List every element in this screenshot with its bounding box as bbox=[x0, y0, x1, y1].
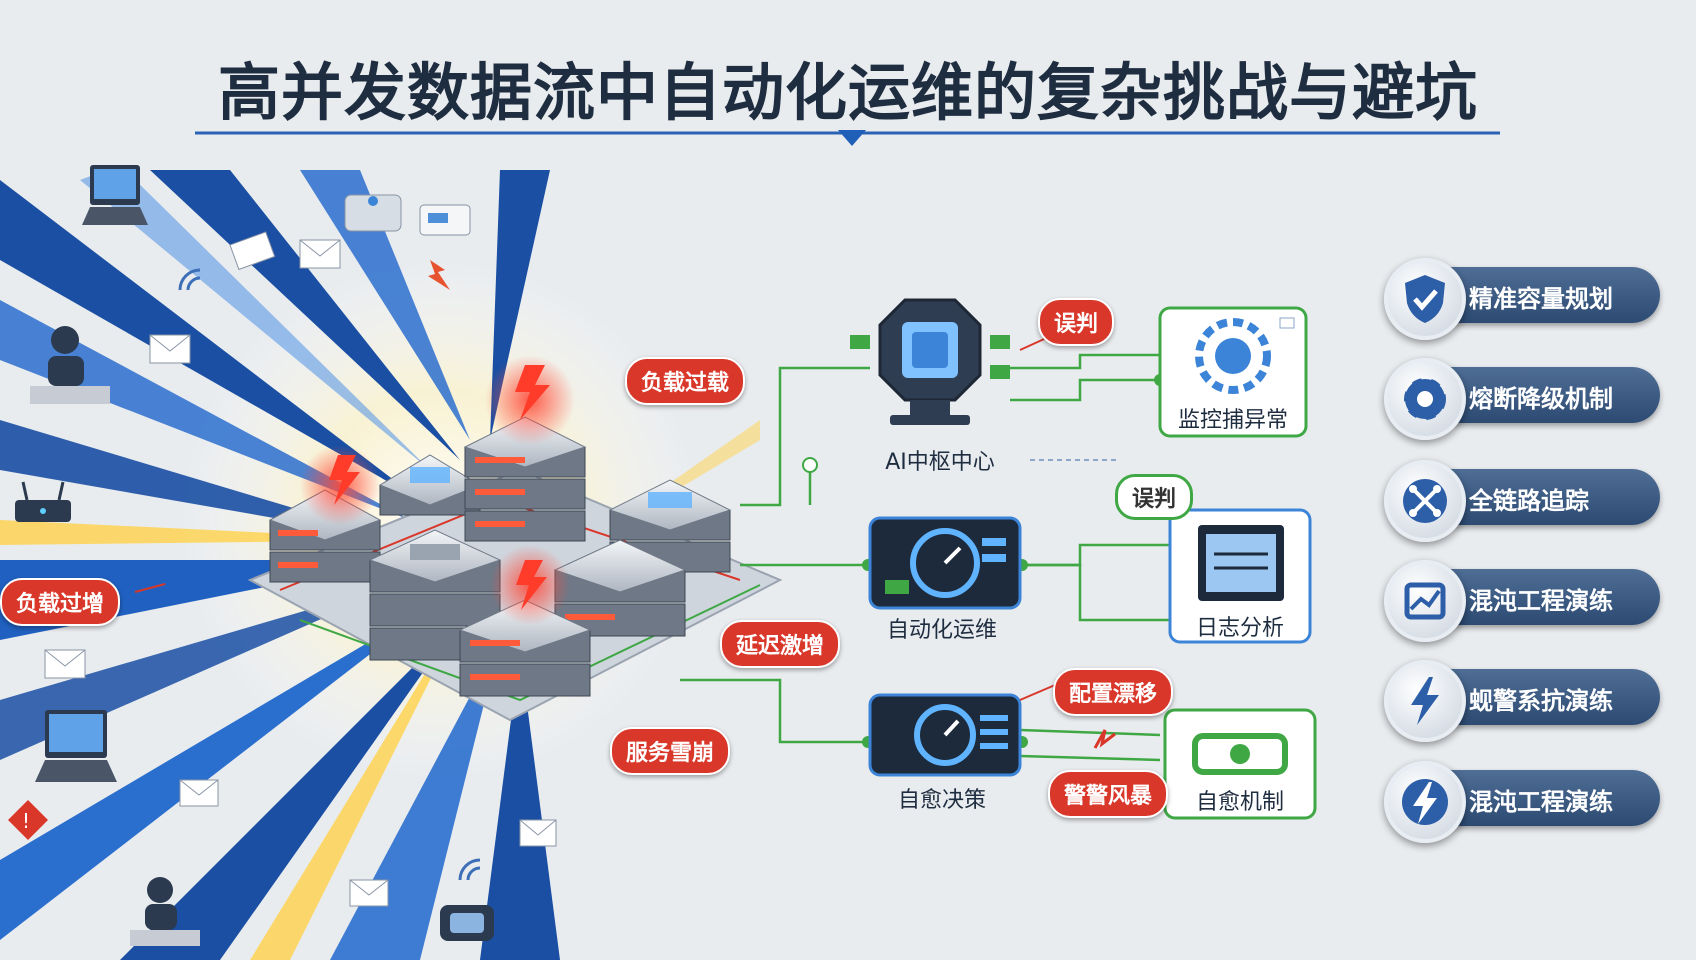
tag-misjudge-top: 误判 bbox=[1038, 298, 1115, 346]
warning-service-avalanche: 服务雪崩 bbox=[610, 727, 731, 775]
lightning-icon bbox=[1384, 660, 1466, 742]
self-heal-label: 自愈决策 bbox=[897, 788, 986, 813]
log-box bbox=[1168, 508, 1312, 644]
lightning-icon bbox=[329, 455, 360, 505]
solution-item: 混沌工程演练 bbox=[1384, 560, 1660, 642]
ai-center-node bbox=[850, 298, 1010, 425]
person-icon bbox=[130, 877, 200, 946]
alert-spark-icon: ! bbox=[8, 800, 48, 840]
solution-item: 混沌工程演练 bbox=[1384, 761, 1660, 843]
envelope-icon bbox=[44, 649, 86, 679]
network-nodes-icon bbox=[1384, 460, 1466, 542]
self-heal-box bbox=[1163, 708, 1317, 820]
lightning-icon bbox=[1384, 761, 1466, 843]
solution-label: 精准容量规划 bbox=[1469, 285, 1613, 313]
ai-center-label: AI中枢中心 bbox=[885, 450, 995, 475]
server-cluster bbox=[268, 355, 732, 697]
envelope-icon bbox=[229, 231, 276, 271]
svg-text:!: ! bbox=[22, 809, 30, 833]
server-stack bbox=[458, 599, 592, 697]
laptop-icon bbox=[35, 710, 117, 782]
tag-config-drift: 配置漂移 bbox=[1053, 668, 1174, 716]
wifi-icon bbox=[178, 268, 201, 291]
envelope-icon bbox=[519, 819, 557, 847]
solution-label: 全链路追踪 bbox=[1469, 487, 1589, 515]
tag-misjudge-mid: 误判 bbox=[1115, 474, 1194, 520]
envelope-icon bbox=[149, 334, 191, 364]
monitor-label: 监控捕异常 bbox=[1177, 408, 1288, 433]
page-title: 高并发数据流中自动化运维的复杂挑战与避坑 bbox=[217, 56, 1478, 129]
server-stack bbox=[268, 489, 382, 583]
envelope-icon bbox=[299, 239, 341, 269]
device-box-icon bbox=[419, 204, 471, 236]
router-icon bbox=[15, 481, 71, 522]
chart-chip-icon bbox=[1384, 560, 1466, 642]
solution-item: 全链路追踪 bbox=[1384, 460, 1660, 542]
lightning-icon bbox=[516, 560, 547, 610]
solution-item: 蚬警系抗演练 bbox=[1384, 660, 1660, 742]
lightning-icon bbox=[515, 365, 550, 420]
solution-label: 蚬警系抗演练 bbox=[1469, 687, 1613, 715]
self-heal-panel bbox=[868, 693, 1022, 777]
solution-item: 精准容量规划 bbox=[1384, 258, 1660, 340]
client-devices: ! bbox=[8, 165, 557, 946]
solution-label: 熔断降级机制 bbox=[1469, 385, 1613, 413]
person-icon bbox=[30, 326, 110, 404]
spark-icon bbox=[428, 260, 450, 290]
wifi-icon bbox=[458, 858, 481, 881]
solution-label: 混沌工程演练 bbox=[1469, 587, 1613, 615]
warning-load-surge: 负载过增 bbox=[0, 578, 121, 626]
router-icon bbox=[440, 905, 494, 941]
warning-zigzag bbox=[1093, 729, 1116, 749]
server-stack bbox=[608, 479, 732, 573]
flow-lines bbox=[680, 353, 1170, 762]
warning-latency-spike: 延迟激增 bbox=[720, 620, 841, 668]
auto-ops-label: 自动化运维 bbox=[886, 618, 997, 643]
log-label: 日志分析 bbox=[1195, 616, 1284, 641]
red-pointer bbox=[1019, 684, 1056, 701]
shield-check-icon bbox=[1384, 258, 1466, 340]
laptop-icon bbox=[82, 165, 148, 225]
server-box-icon bbox=[344, 194, 402, 232]
envelope-icon bbox=[349, 879, 389, 907]
self-heal-mech-label: 自愈机制 bbox=[1195, 790, 1284, 815]
title-divider bbox=[195, 130, 1500, 146]
warning-load-overload: 负载过载 bbox=[625, 357, 746, 405]
auto-ops-panel bbox=[868, 516, 1022, 610]
envelope-icon bbox=[179, 779, 219, 807]
solution-item: 熔断降级机制 bbox=[1384, 358, 1660, 440]
solution-label: 混沌工程演练 bbox=[1469, 788, 1613, 816]
tag-alert-storm: 警警风暴 bbox=[1048, 770, 1169, 818]
monitor-box bbox=[1158, 306, 1308, 438]
gear-icon bbox=[1384, 358, 1466, 440]
red-pointer bbox=[134, 583, 166, 593]
